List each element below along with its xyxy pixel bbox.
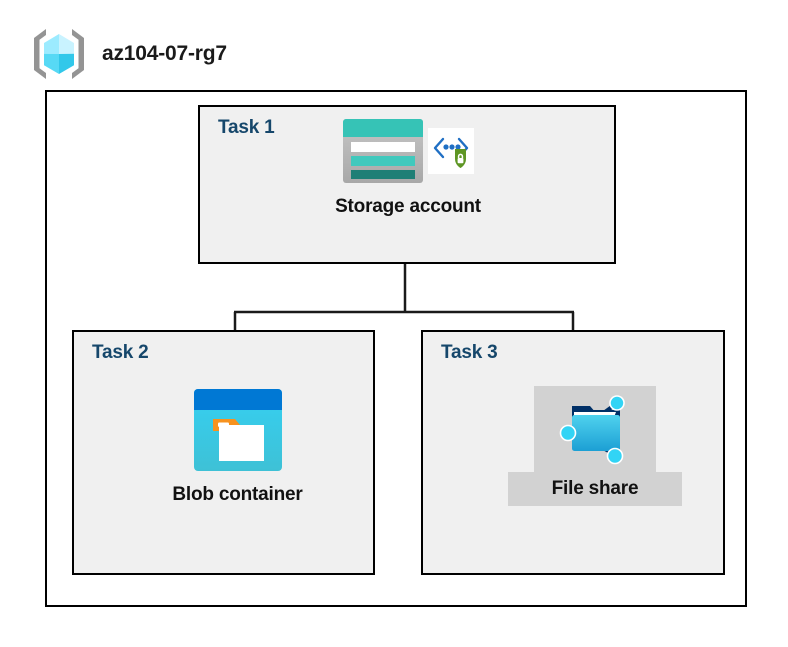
secure-endpoint-shield-icon <box>428 128 474 174</box>
resource-group-name: az104-07-rg7 <box>102 42 227 65</box>
resource-group-header: az104-07-rg7 <box>30 26 227 82</box>
blob-container-icon-wrap <box>193 388 283 472</box>
file-share-icon <box>559 395 625 465</box>
blob-container-icon <box>193 389 282 471</box>
task-1-label: Task 1 <box>218 117 275 138</box>
file-share-icon-wrap <box>534 386 656 472</box>
storage-account-icon <box>343 119 423 183</box>
task-3-label: Task 3 <box>441 342 498 363</box>
storage-account-icon-wrap <box>342 118 474 184</box>
resource-group-cube-icon <box>34 29 84 79</box>
task-1-box[interactable]: Task 1 <box>198 105 616 264</box>
node-storage-account[interactable]: Storage account <box>283 118 533 222</box>
task-2-label: Task 2 <box>92 342 149 363</box>
node-file-share[interactable]: File share <box>500 386 690 506</box>
storage-account-caption: Storage account <box>335 196 481 217</box>
blob-container-caption: Blob container <box>172 484 303 505</box>
file-share-caption: File share <box>507 472 683 506</box>
node-blob-container[interactable]: Blob container <box>130 388 345 510</box>
